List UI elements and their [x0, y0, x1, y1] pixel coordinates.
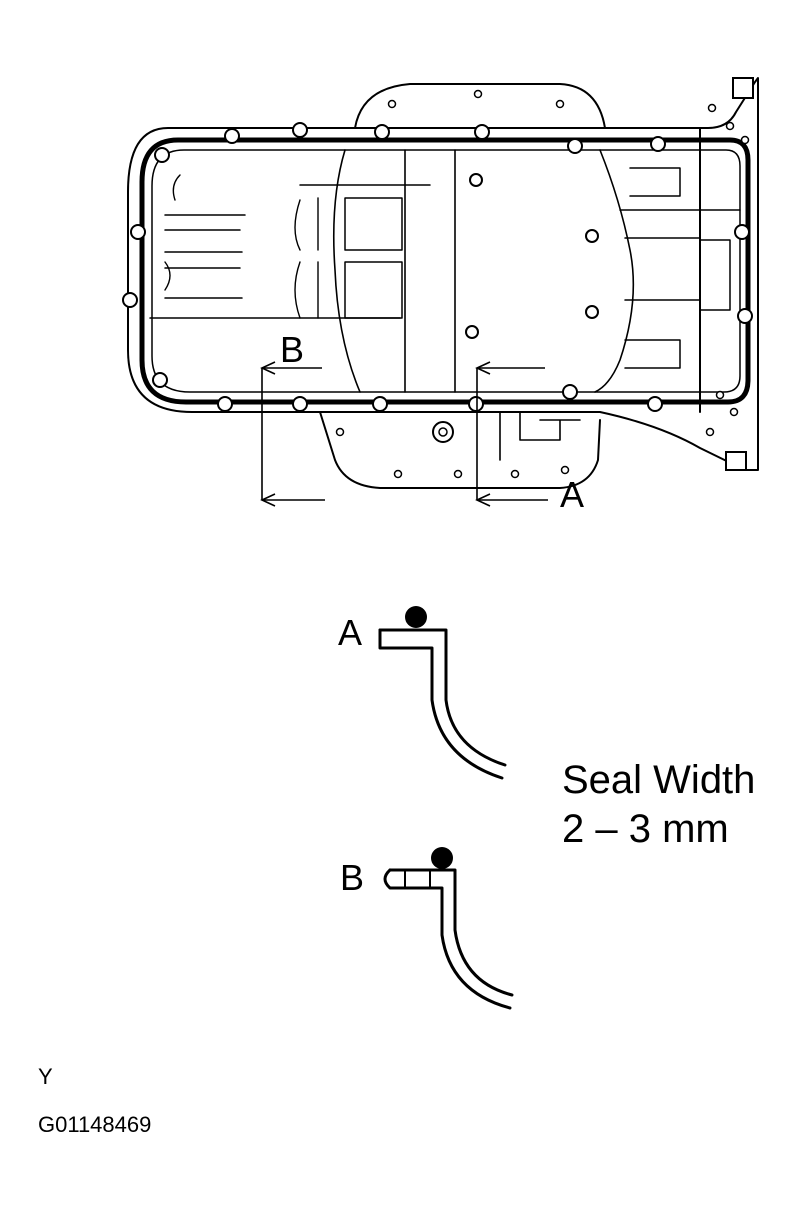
rivet-dot — [453, 469, 463, 479]
seal-bead-inner — [151, 149, 741, 393]
sealant-bead-b — [431, 847, 453, 869]
bolt-hole — [469, 173, 483, 187]
section-a-inner — [378, 628, 504, 780]
seal-bead-outer — [139, 137, 751, 405]
bolt-hole — [585, 229, 599, 243]
rib-block-2 — [344, 261, 403, 319]
rivet-dot — [707, 103, 717, 113]
rivet-dot — [715, 390, 725, 400]
bolt-hole — [474, 124, 490, 140]
rivet-dots — [335, 89, 750, 479]
rib-right — [619, 167, 741, 369]
seal-width-label: Seal Width — [562, 758, 755, 802]
bolt-hole — [224, 128, 240, 144]
sump-inner-contour — [332, 149, 361, 393]
section-b-inner — [383, 868, 512, 1010]
bolt-hole — [585, 305, 599, 319]
plate-notch-bottom — [725, 451, 747, 471]
rivet-dot — [729, 407, 739, 417]
bolt-hole — [292, 396, 308, 412]
arrow-head — [475, 361, 491, 375]
plate-notches — [725, 77, 754, 471]
bolt-hole — [737, 308, 753, 324]
bolt-hole — [122, 292, 138, 308]
rivet-dot — [473, 89, 483, 99]
rivet-dot — [740, 135, 750, 145]
bolt-hole — [130, 224, 146, 240]
rivet-dot — [393, 469, 403, 479]
section-a-profile — [378, 628, 507, 780]
callout-b-section: B — [340, 857, 364, 898]
section-cut-lines — [260, 361, 548, 507]
pan-outer-flange — [127, 77, 759, 471]
bolt-hole — [734, 224, 750, 240]
bolt-holes — [122, 122, 753, 412]
sealant-bead-a — [405, 606, 427, 628]
bolt-hole — [465, 325, 479, 339]
section-b-profile — [383, 868, 514, 1010]
bolt-hole — [562, 384, 578, 400]
bolt-hole — [468, 396, 484, 412]
bolt-hole — [650, 136, 666, 152]
rivet-dot — [705, 427, 715, 437]
oil-pan-top-view — [127, 77, 759, 489]
callout-a-section: A — [338, 612, 362, 653]
arrow-head — [260, 493, 276, 507]
rib-block-1 — [344, 197, 403, 251]
rivet-dot — [555, 99, 565, 109]
bolt-hole — [154, 147, 170, 163]
sump-outline-lower — [319, 411, 601, 489]
rivet-dot — [560, 465, 570, 475]
sump-outline — [354, 83, 606, 129]
bolt-hole — [217, 396, 233, 412]
footer-code: Y — [38, 1064, 53, 1089]
callout-b-top: B — [280, 329, 304, 370]
bolt-hole — [567, 138, 583, 154]
bolt-hole — [374, 124, 390, 140]
bolt-hole — [647, 396, 663, 412]
callout-a-top: A — [560, 474, 584, 515]
rivet-dot — [725, 121, 735, 131]
plate-notch-top — [732, 77, 754, 99]
rivet-dot — [387, 99, 397, 109]
bolt-hole — [152, 372, 168, 388]
arrow-head — [260, 361, 276, 375]
drain-plug-inner — [438, 427, 448, 437]
rivet-dot — [335, 427, 345, 437]
rivet-dot — [510, 469, 520, 479]
bolt-hole — [292, 122, 308, 138]
bolt-hole — [372, 396, 388, 412]
drain-plug — [432, 421, 454, 443]
section-b-outer — [388, 868, 514, 997]
seal-width-value: 2 – 3 mm — [562, 807, 729, 851]
rib-curves — [164, 174, 319, 319]
figure-id: G01148469 — [38, 1112, 151, 1137]
lower-bracket — [499, 411, 581, 461]
section-a-outer — [378, 628, 507, 767]
sump-inner-contour-2 — [594, 149, 635, 393]
rib-lines-left — [149, 184, 431, 319]
arrow-head — [475, 493, 491, 507]
